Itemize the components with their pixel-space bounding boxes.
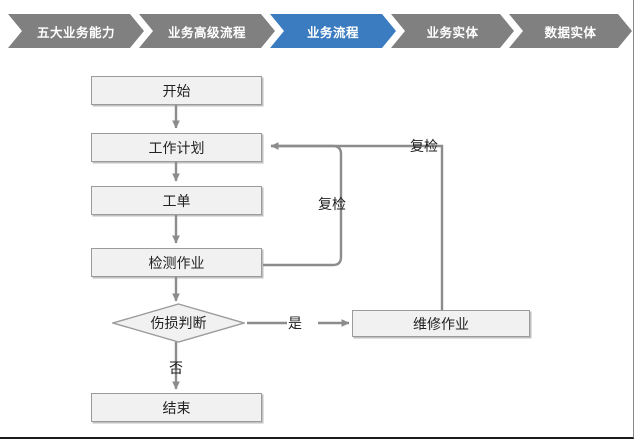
- breadcrumb-item-1[interactable]: 业务高级流程: [139, 14, 275, 48]
- diamond-shape: [112, 303, 245, 343]
- node-repair-label: 维修作业: [413, 315, 469, 332]
- node-work-order[interactable]: 工单: [91, 186, 262, 215]
- node-repair[interactable]: 维修作业: [352, 310, 530, 337]
- edge-label-yes: 是: [288, 313, 302, 333]
- edge-label-recheck-inner-text: 复检: [318, 196, 346, 212]
- breadcrumb-item-2[interactable]: 业务流程: [270, 14, 396, 48]
- node-inspection-label: 检测作业: [148, 254, 205, 271]
- edge-label-no: 否: [169, 358, 183, 378]
- edge-label-yes-text: 是: [288, 315, 302, 331]
- breadcrumb-item-1-label: 业务高级流程: [167, 25, 246, 40]
- breadcrumb: 五大业务能力 业务高级流程 业务流程 业务实体 数据实体: [8, 14, 628, 48]
- node-work-order-label: 工单: [162, 192, 191, 209]
- node-damage-decision[interactable]: 伤损判断: [112, 303, 245, 343]
- breadcrumb-item-0[interactable]: 五大业务能力: [8, 14, 144, 48]
- node-end-label: 结束: [162, 399, 191, 416]
- node-damage-decision-label: 伤损判断: [150, 315, 207, 331]
- node-start[interactable]: 开始: [91, 76, 262, 105]
- breadcrumb-item-2-label: 业务流程: [306, 25, 359, 40]
- edge-label-no-text: 否: [169, 360, 183, 376]
- edge-label-recheck-inner: 复检: [318, 194, 346, 214]
- breadcrumb-item-3-label: 业务实体: [426, 25, 479, 40]
- node-work-plan[interactable]: 工作计划: [91, 133, 262, 162]
- node-work-plan-label: 工作计划: [148, 139, 205, 156]
- edge-label-recheck-outer-text: 复检: [410, 138, 438, 154]
- edge-label-recheck-outer: 复检: [410, 136, 438, 156]
- node-inspection[interactable]: 检测作业: [91, 248, 262, 277]
- node-end[interactable]: 结束: [91, 393, 262, 422]
- breadcrumb-item-4[interactable]: 数据实体: [509, 14, 632, 48]
- node-start-label: 开始: [162, 82, 191, 99]
- breadcrumb-item-3[interactable]: 业务实体: [391, 14, 514, 48]
- breadcrumb-item-0-label: 五大业务能力: [36, 25, 115, 40]
- breadcrumb-item-4-label: 数据实体: [544, 25, 597, 40]
